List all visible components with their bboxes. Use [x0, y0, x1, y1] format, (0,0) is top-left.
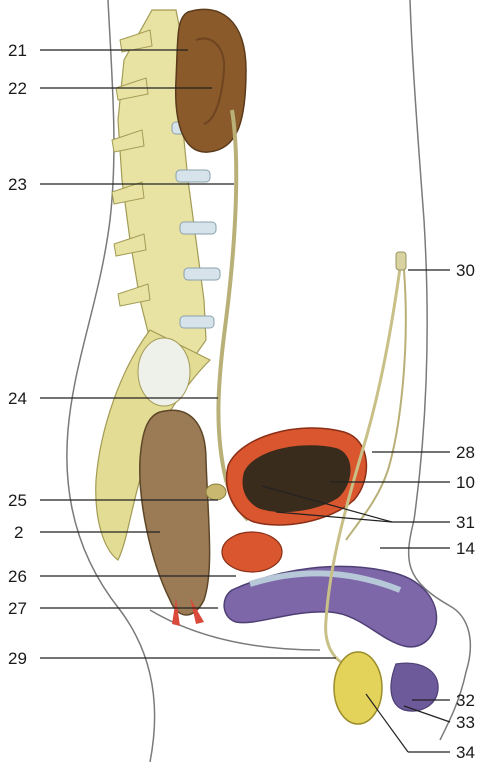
label-21: 21: [8, 41, 27, 60]
prostate: [222, 532, 282, 572]
penis: [224, 566, 438, 711]
label-30: 30: [456, 261, 475, 280]
label-25: 25: [8, 491, 27, 510]
label-28: 28: [456, 443, 475, 462]
leader-lines: [40, 50, 450, 752]
label-14: 14: [456, 539, 475, 558]
label-2: 2: [14, 523, 23, 542]
label-10: 10: [456, 473, 475, 492]
seminal-vesicle: [206, 484, 226, 500]
rectum: [140, 410, 210, 626]
label-34: 34: [456, 743, 475, 762]
label-32: 32: [456, 691, 475, 710]
spermatic-cord-top: [396, 252, 406, 270]
label-26: 26: [8, 567, 27, 586]
testis: [334, 652, 382, 724]
labels: 21 22 23 24 25 2 26 27 29 30 28 10 31 14…: [8, 41, 475, 762]
label-29: 29: [8, 649, 27, 668]
label-24: 24: [8, 389, 27, 408]
label-33: 33: [456, 713, 475, 732]
label-31: 31: [456, 513, 475, 532]
label-27: 27: [8, 599, 27, 618]
label-23: 23: [8, 175, 27, 194]
label-22: 22: [8, 79, 27, 98]
